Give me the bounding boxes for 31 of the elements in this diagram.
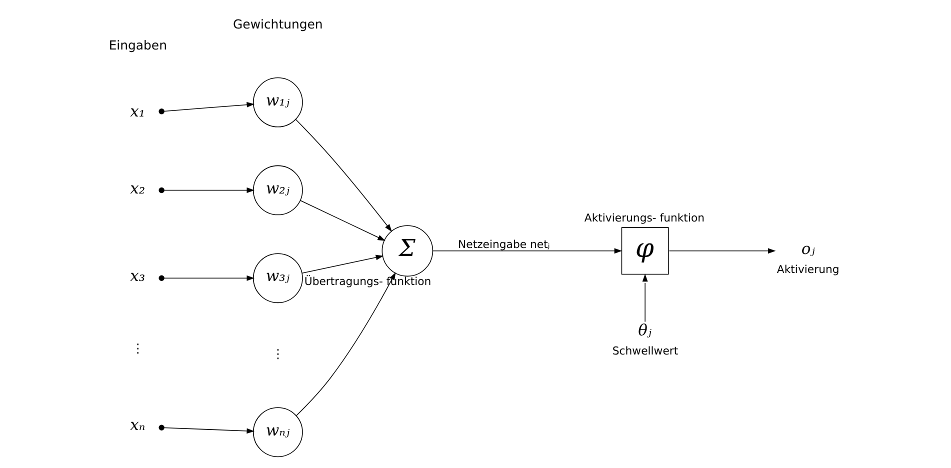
- label: ⋮: [272, 346, 284, 362]
- arrow: [158, 102, 255, 114]
- node-circle: wₙⱼ: [252, 407, 303, 458]
- node-text: x₁: [130, 102, 146, 120]
- arrow: [158, 424, 255, 434]
- arrow: [642, 274, 648, 322]
- node-text: θⱼ: [638, 322, 652, 340]
- node-circle: w₂ⱼ: [252, 165, 303, 216]
- label: Eingaben: [108, 37, 167, 52]
- arrow: [295, 119, 392, 232]
- arrow: [158, 187, 255, 194]
- node-text: oⱼ: [801, 240, 815, 258]
- arrow: [300, 200, 386, 241]
- node-circle: w₁ⱼ: [252, 77, 303, 128]
- arrow: [296, 272, 396, 416]
- node-label: Schwellwert: [612, 344, 678, 358]
- node-label: Aktivierung: [776, 262, 840, 276]
- node-text: x₂: [130, 179, 146, 198]
- node-label: Aktivierungs- funktion: [584, 212, 705, 225]
- node-text: xₙ: [130, 416, 146, 434]
- arrow: [668, 248, 776, 254]
- label: ⋮: [132, 340, 144, 356]
- node-text: x₃: [130, 267, 146, 286]
- edge-label: Netzeingabe netⱼ: [458, 238, 550, 251]
- arrow: [302, 254, 384, 274]
- arrow: [158, 275, 255, 282]
- node-circle: Σ: [382, 225, 434, 277]
- node-box: φ: [621, 227, 669, 275]
- label: Gewichtungen: [233, 16, 323, 32]
- node-circle: w₃ⱼ: [252, 253, 303, 304]
- arrow: [432, 248, 622, 254]
